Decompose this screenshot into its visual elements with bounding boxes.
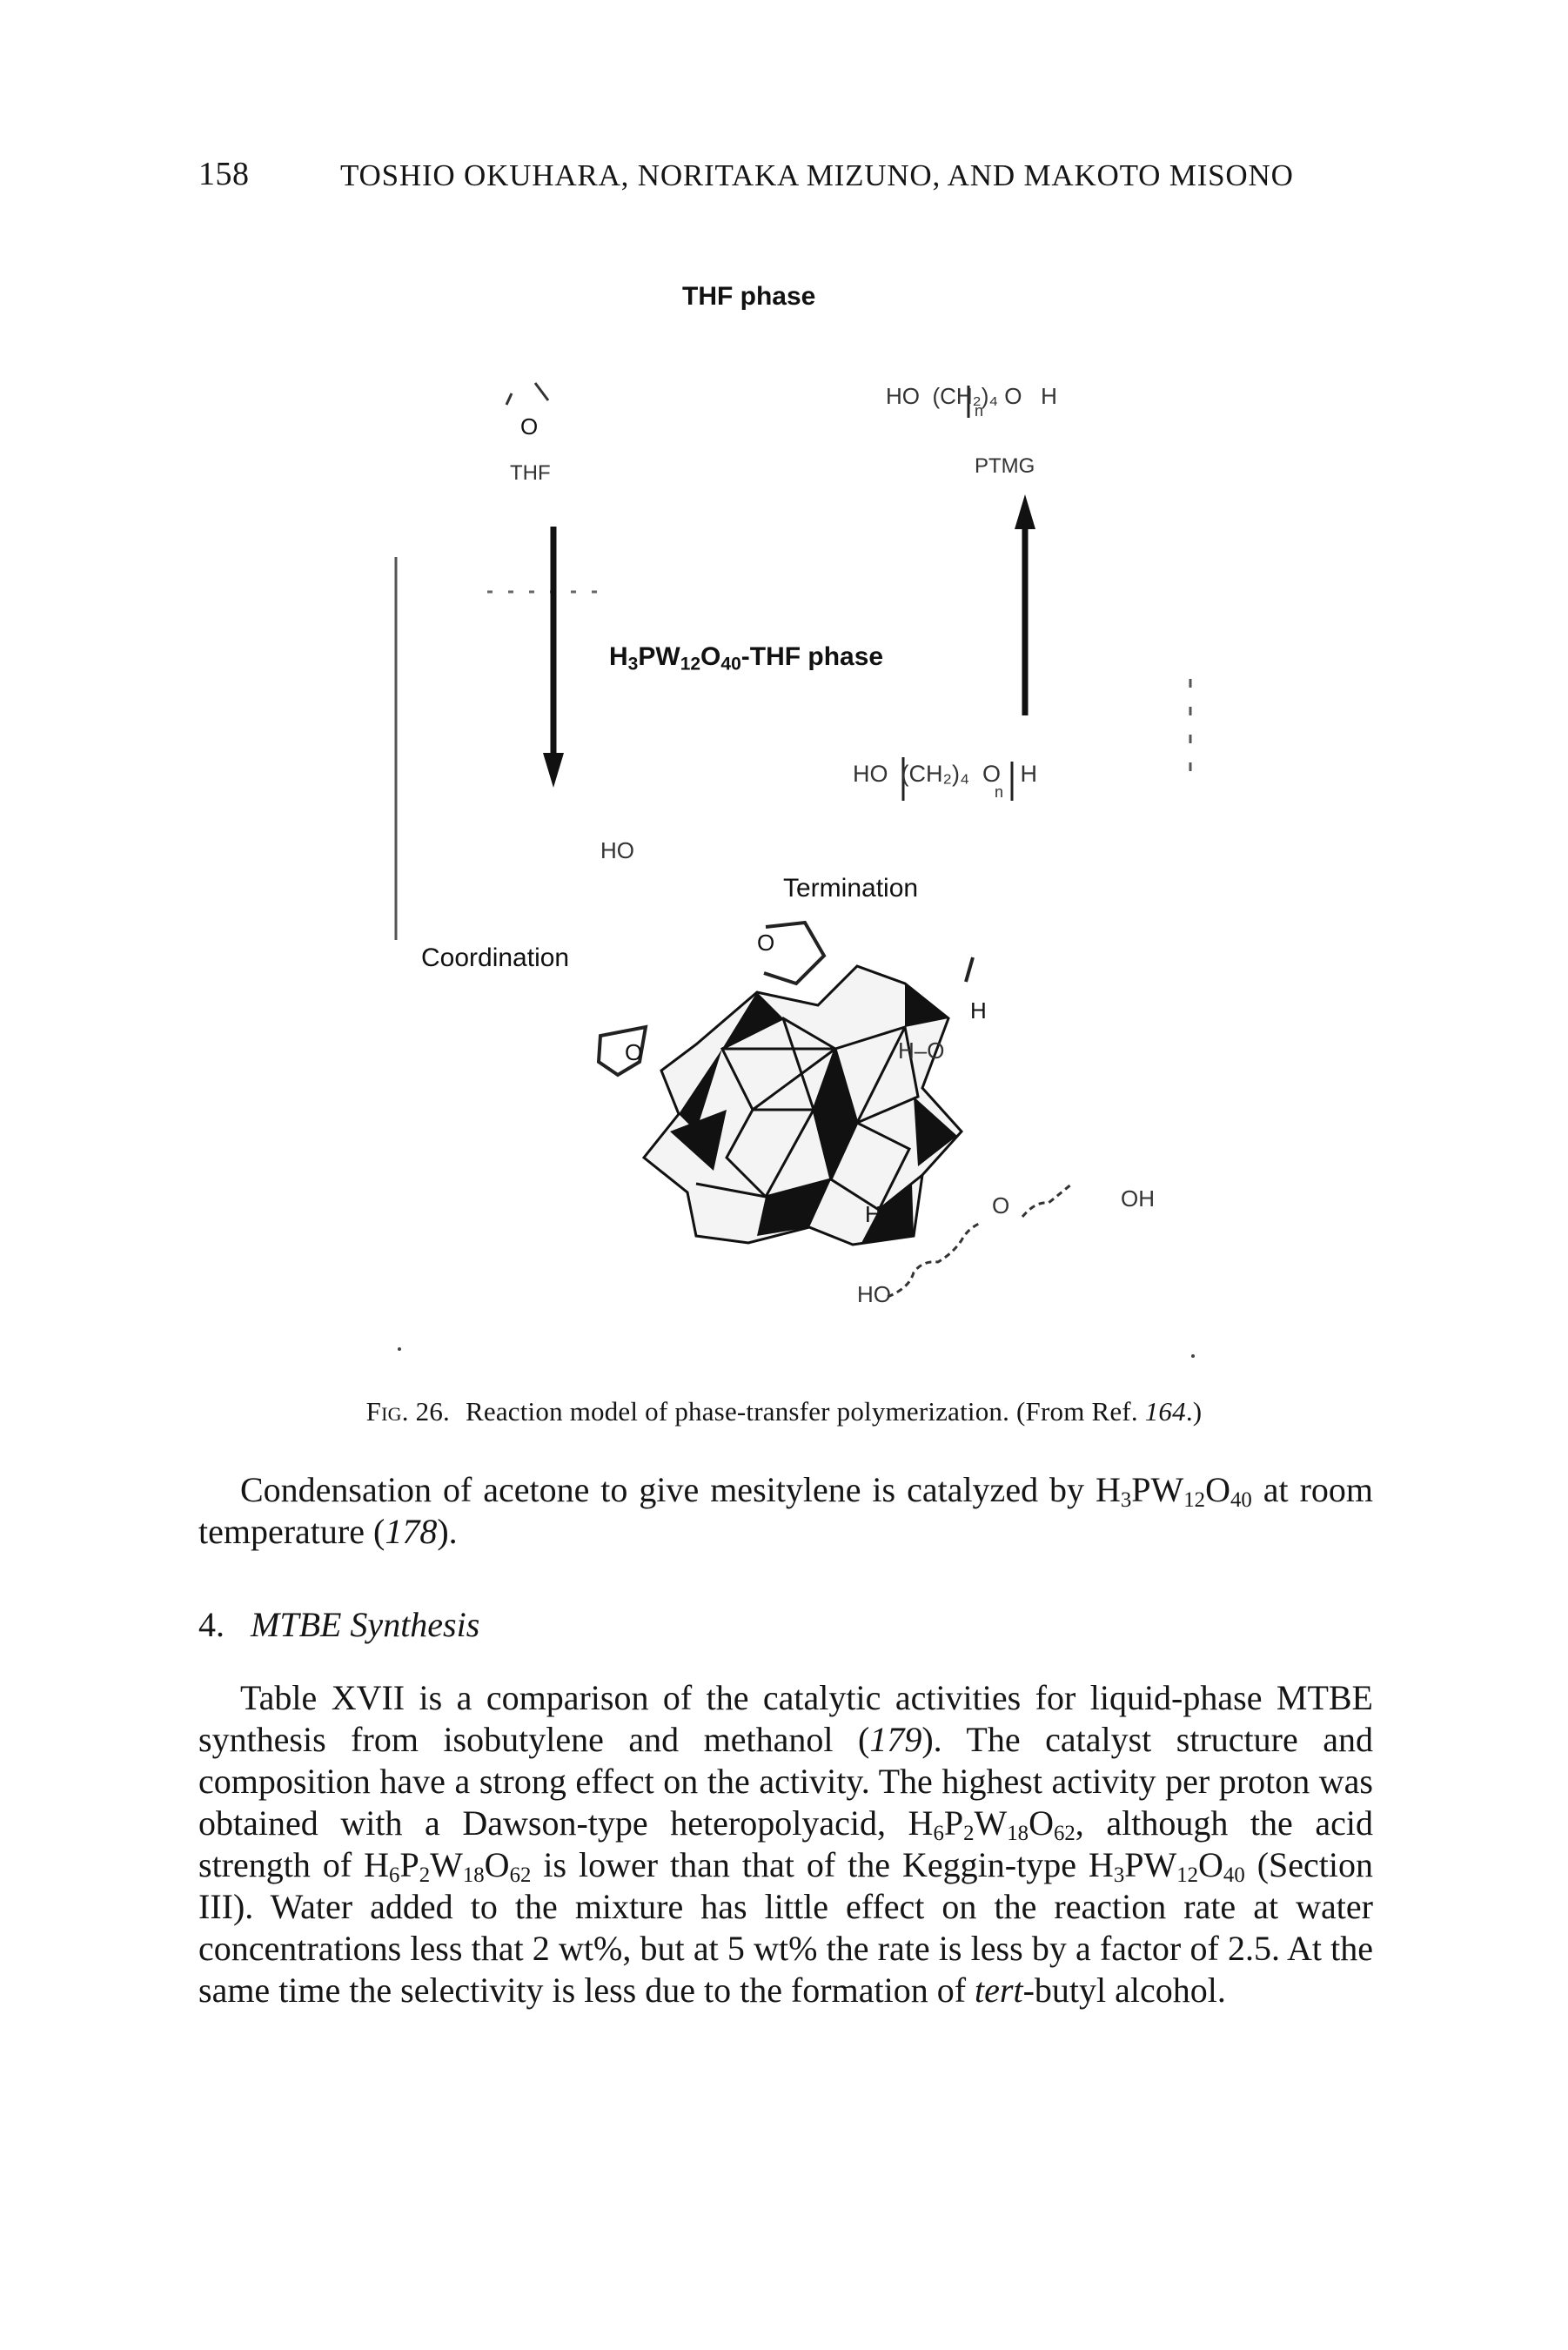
ho-bottom-label: HO bbox=[857, 1281, 891, 1307]
section-title: MTBE Synthesis bbox=[251, 1605, 480, 1644]
proton-label: H⁺ bbox=[865, 1201, 894, 1227]
hpa-thf-phase-label: H3PW12O40-THF phase bbox=[609, 642, 884, 675]
figure-caption: Fig. 26. Reaction model of phase-transfer… bbox=[365, 1396, 1203, 1427]
ptmg-label: PTMG bbox=[975, 454, 1035, 478]
section-heading: 4. MTBE Synthesis bbox=[198, 1604, 479, 1645]
chain-o-label: O bbox=[992, 1192, 1010, 1219]
oh-end-label: OH bbox=[1121, 1185, 1155, 1212]
h-o-label: H–O bbox=[898, 1037, 945, 1064]
ho-left-label: HO bbox=[600, 837, 634, 863]
polymer-chain-bottom bbox=[887, 1222, 980, 1299]
thf-ring-top bbox=[763, 920, 827, 986]
h-top-label: H bbox=[970, 997, 987, 1024]
chain-n: n bbox=[995, 783, 1004, 801]
caption-text: Reaction model of phase-transfer polymer… bbox=[465, 1396, 1145, 1427]
chain-formula: HO (CH₂)₄ O H bbox=[853, 761, 1038, 787]
paragraph-mtbe: Table XVII is a comparison of the cataly… bbox=[198, 1678, 1374, 2010]
termination-label: Termination bbox=[783, 874, 919, 903]
page-number: 158 bbox=[198, 156, 250, 192]
figure-26: THF phase O THF HO (CH₂)₄ O H n PTMG H3P… bbox=[0, 261, 1568, 1393]
caption-ref: 164 bbox=[1144, 1396, 1186, 1427]
running-authors: TOSHIO OKUHARA, NORITAKA MIZUNO, AND MAK… bbox=[340, 158, 1294, 192]
paragraph-mesitylene: Condensation of acetone to give mesityle… bbox=[198, 1470, 1373, 1551]
speck bbox=[1191, 1354, 1195, 1358]
speck bbox=[398, 1347, 401, 1351]
chain-bracket bbox=[901, 757, 1014, 801]
thf-phase-label: THF phase bbox=[682, 282, 816, 311]
section-number: 4. bbox=[198, 1605, 224, 1644]
polymer-chain-right bbox=[1021, 1182, 1073, 1218]
reaction-diagram bbox=[394, 382, 1195, 1358]
thf-o-label: O bbox=[520, 413, 539, 440]
ring-o-top: O bbox=[757, 930, 775, 956]
ring-o-left: O bbox=[625, 1039, 643, 1065]
up-arrow bbox=[1015, 494, 1035, 715]
keggin-dark-facets bbox=[670, 984, 957, 1243]
ptmg-formula: HO (CH₂)₄ O H bbox=[886, 383, 1057, 409]
ptmg-n: n bbox=[975, 402, 984, 420]
down-arrow bbox=[543, 527, 564, 788]
coordination-label: Coordination bbox=[421, 943, 570, 972]
thf-molecule-top bbox=[505, 382, 550, 406]
thf-label: THF bbox=[510, 461, 551, 485]
caption-fig-label: Fig. 26. bbox=[365, 1396, 450, 1427]
oh-bond bbox=[964, 957, 975, 983]
thf-ring-left bbox=[596, 1024, 648, 1078]
